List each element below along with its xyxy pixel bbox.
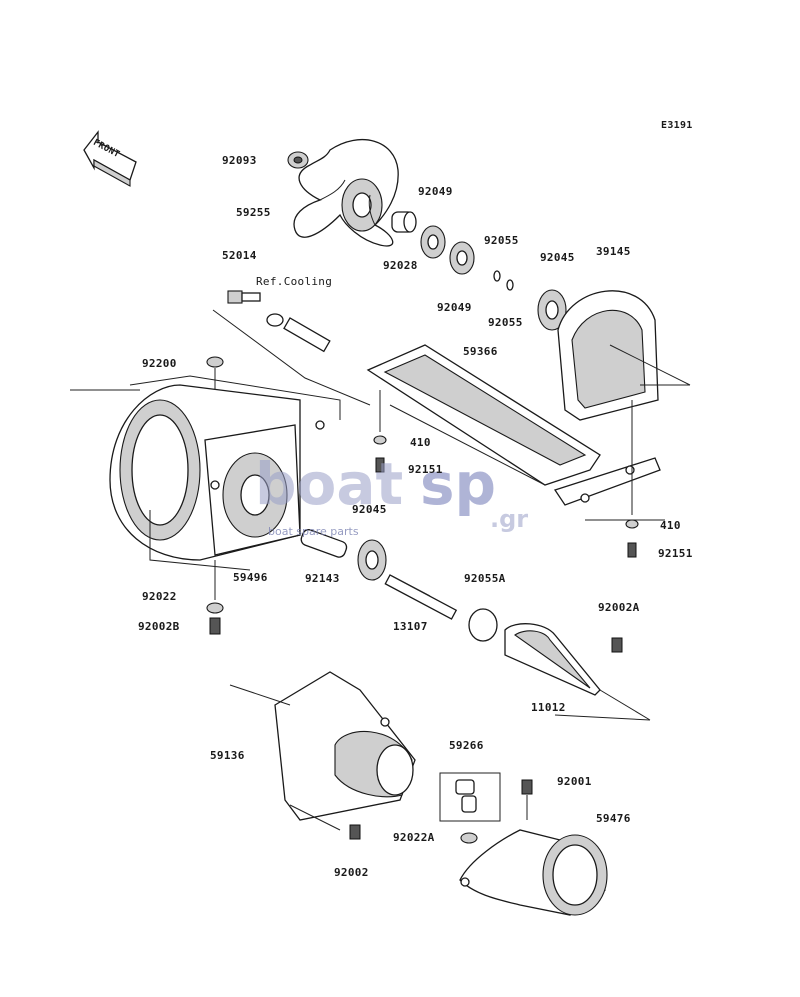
callout-92022A: 92022A bbox=[393, 831, 435, 844]
callout-59255: 59255 bbox=[236, 206, 271, 219]
ref-cooling-label: Ref.Cooling bbox=[256, 275, 333, 288]
watermark-tagline: boat spare parts bbox=[268, 525, 359, 538]
callout-92002B: 92002B bbox=[138, 620, 180, 633]
callout-92151-lower: 92151 bbox=[658, 547, 693, 560]
bolt-92001-icon bbox=[521, 779, 533, 795]
shaft-13107-icon bbox=[384, 574, 458, 620]
impeller-icon bbox=[293, 138, 399, 247]
callout-59266: 59266 bbox=[449, 739, 484, 752]
callout-92045: 92045 bbox=[540, 251, 575, 264]
bearing-92045-lower-icon bbox=[357, 539, 387, 581]
washer-92022-icon bbox=[206, 602, 224, 614]
callout-92001: 92001 bbox=[557, 775, 592, 788]
callout-410: 410 bbox=[410, 436, 431, 449]
callout-59476: 59476 bbox=[596, 812, 631, 825]
nozzle-59136-icon bbox=[229, 671, 416, 831]
callout-410-lower: 410 bbox=[660, 519, 681, 532]
callout-92002A: 92002A bbox=[598, 601, 640, 614]
callout-59136: 59136 bbox=[210, 749, 245, 762]
callout-52014: 52014 bbox=[222, 249, 257, 262]
callout-92045-lower: 92045 bbox=[352, 503, 387, 516]
o-ring-92055A-icon bbox=[468, 608, 498, 642]
callout-92151: 92151 bbox=[408, 463, 443, 476]
sleeve-92028-icon bbox=[391, 211, 417, 233]
callout-13107: 13107 bbox=[393, 620, 428, 633]
pump-housing-59496-icon bbox=[70, 375, 341, 571]
ride-plate-59366-icon bbox=[366, 344, 665, 521]
steering-nozzle-59476-icon bbox=[459, 795, 608, 916]
callout-92143: 92143 bbox=[305, 572, 340, 585]
watermark-domain: .gr bbox=[490, 505, 529, 533]
o-ring-92055-icon bbox=[493, 270, 514, 291]
cone-11012-icon bbox=[504, 623, 651, 721]
washer-92022A-icon bbox=[460, 832, 478, 844]
bearing-92045-icon bbox=[537, 289, 567, 331]
callout-92093: 92093 bbox=[222, 154, 257, 167]
callout-92002: 92002 bbox=[334, 866, 369, 879]
watermark-sp: sp bbox=[420, 450, 497, 518]
watermark-boat: boat bbox=[255, 450, 404, 518]
callout-59496: 59496 bbox=[233, 571, 268, 584]
washer-410-icon bbox=[373, 435, 639, 529]
callout-92200: 92200 bbox=[142, 357, 177, 370]
nut-92093-icon bbox=[287, 151, 309, 169]
bolt-92002B-icon bbox=[209, 617, 221, 635]
callout-92055A: 92055A bbox=[464, 572, 506, 585]
fitting-52014-icon bbox=[227, 290, 261, 304]
callout-59366: 59366 bbox=[463, 345, 498, 358]
bolt-92002A-icon bbox=[611, 637, 623, 653]
callout-11012: 11012 bbox=[531, 701, 566, 714]
washer-92200-icon bbox=[206, 356, 224, 368]
callout-92022: 92022 bbox=[142, 590, 177, 603]
callout-39145: 39145 bbox=[596, 245, 631, 258]
front-arrow-icon bbox=[83, 130, 137, 187]
callout-92049-lower: 92049 bbox=[437, 301, 472, 314]
diagram-code: E3191 bbox=[661, 120, 693, 131]
callout-92055: 92055 bbox=[484, 234, 519, 247]
bolt-92002-icon bbox=[349, 824, 361, 840]
seal-92049-icon bbox=[420, 225, 475, 275]
cover-39145-icon bbox=[557, 290, 691, 421]
hose-clamp-icon bbox=[212, 309, 371, 406]
callout-92055-lower: 92055 bbox=[488, 316, 523, 329]
pin-59266-icon bbox=[439, 772, 501, 822]
bushing-92143-icon bbox=[300, 529, 348, 558]
bolt-92151-icon bbox=[375, 457, 637, 558]
callout-92028: 92028 bbox=[383, 259, 418, 272]
callout-92049: 92049 bbox=[418, 185, 453, 198]
